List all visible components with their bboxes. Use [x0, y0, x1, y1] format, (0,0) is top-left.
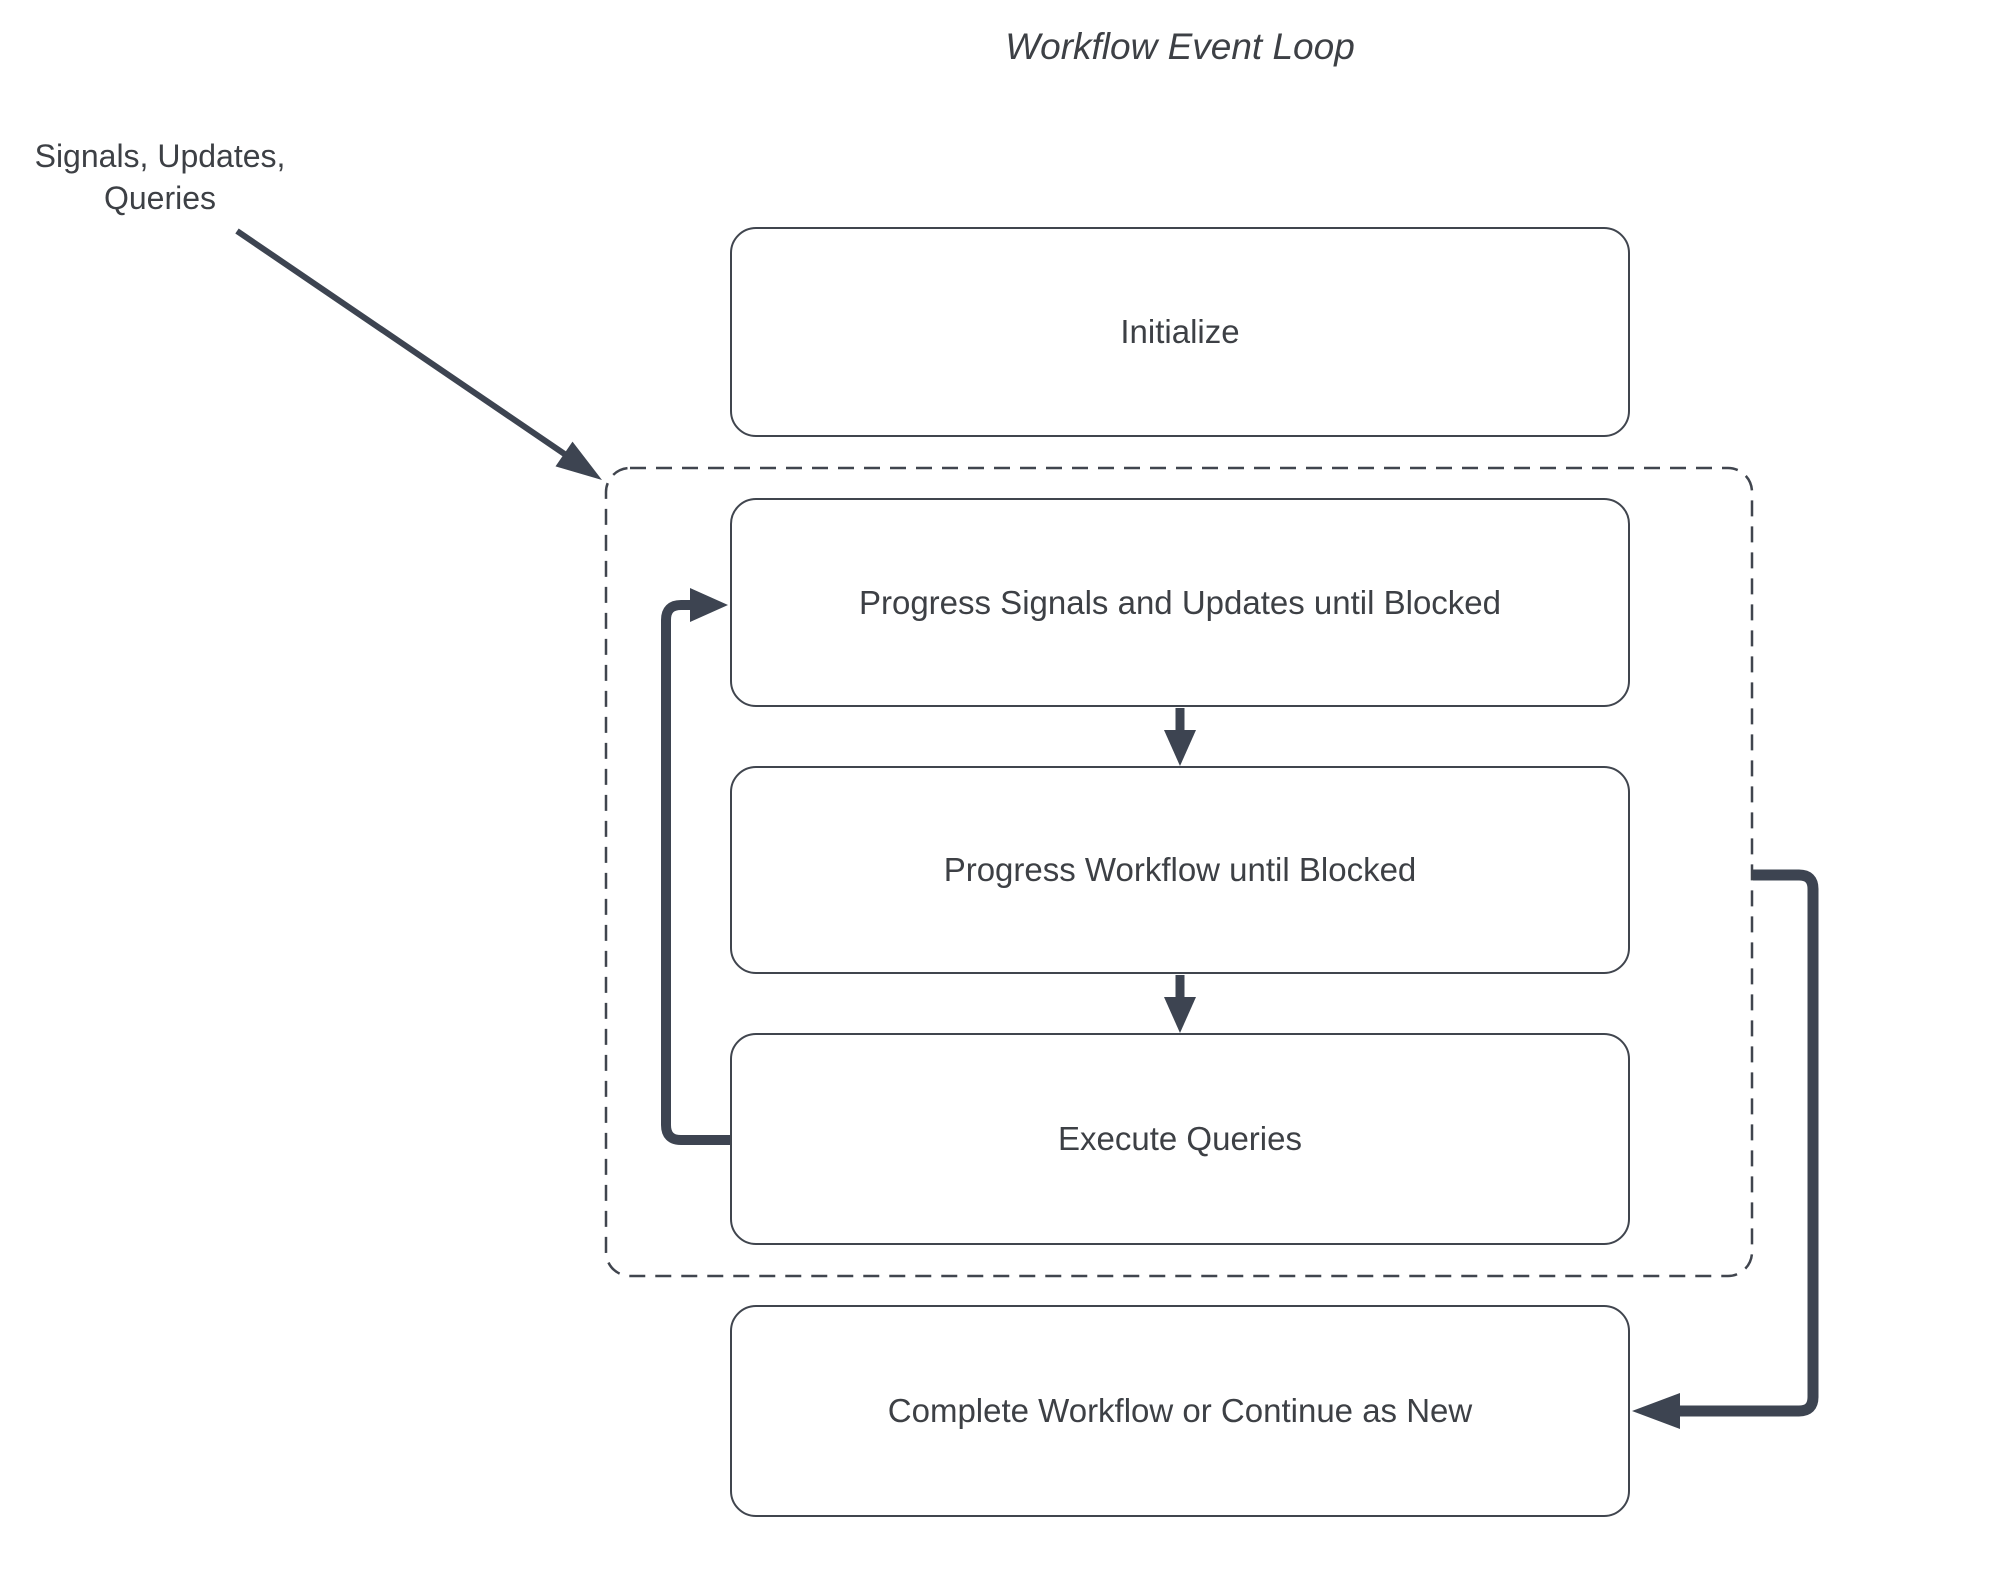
node-complete-workflow: Complete Workflow or Continue as New: [730, 1305, 1630, 1517]
arrow-progress-workflow-to-execute-queries: [1164, 975, 1196, 1033]
node-progress-signals-and-updates: Progress Signals and Updates until Block…: [730, 498, 1630, 707]
node-execute-queries: Execute Queries: [730, 1033, 1630, 1245]
node-initialize: Initialize: [730, 227, 1630, 437]
external-events-label: Signals, Updates, Queries: [34, 138, 286, 216]
arrow-progress-signals-to-progress-workflow: [1164, 708, 1196, 766]
loop-execute-queries-to-progress-signals: [661, 588, 731, 1145]
incoming-events-arrow: [235, 228, 602, 480]
diagram-title: Workflow Event Loop: [1005, 26, 1355, 67]
node-progress-workflow: Progress Workflow until Blocked: [730, 766, 1630, 974]
arrow-event-loop-to-complete: [1632, 869, 1819, 1429]
